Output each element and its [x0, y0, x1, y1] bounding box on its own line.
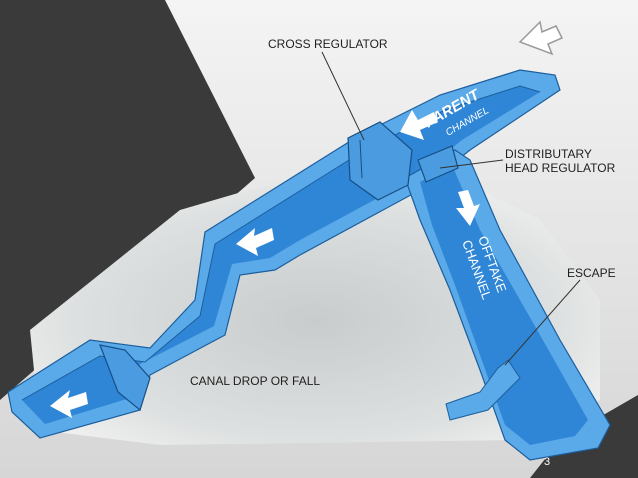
label-cross-regulator: CROSS REGULATOR	[268, 37, 388, 51]
canal-drop-structure	[99, 344, 151, 412]
label-escape: ESCAPE	[567, 266, 616, 280]
label-distributary-head-regulator: DISTRIBUTARY HEAD REGULATOR	[505, 147, 615, 175]
flow-arrow-icon	[236, 228, 274, 256]
flow-arrow-icon	[456, 190, 480, 226]
north-arrow-icon	[518, 20, 564, 56]
label-canal-drop-or-fall: CANAL DROP OR FALL	[190, 374, 321, 388]
leader-line-escape	[504, 279, 581, 366]
label-distributary-line1: DISTRIBUTARY	[505, 147, 592, 161]
label-distributary-line2: HEAD REGULATOR	[505, 161, 616, 175]
offtake-channel-water	[420, 165, 588, 445]
parent-channel-water	[22, 86, 540, 424]
flow-arrow-icon	[400, 110, 438, 140]
leader-line-distributary	[439, 159, 504, 169]
escape-channel	[445, 359, 521, 421]
page-number: 3	[544, 456, 550, 468]
flow-arrow-icon	[50, 390, 88, 418]
distributary-head-regulator-structure	[417, 145, 459, 183]
cross-regulator-gate-lines	[359, 139, 363, 179]
cross-regulator-structure	[347, 121, 413, 201]
leader-line-cross-regulator	[321, 51, 365, 141]
dark-corner-top-left	[0, 0, 255, 400]
